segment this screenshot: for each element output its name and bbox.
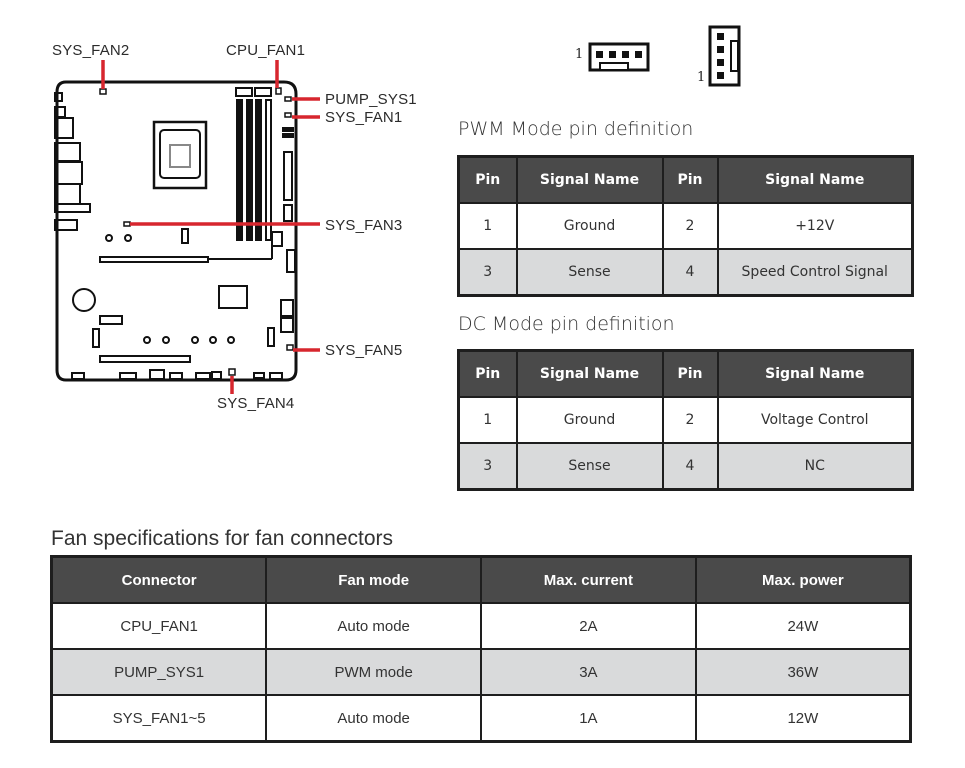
label-sys-fan5: SYS_FAN5 xyxy=(325,342,403,359)
fan-spec-table: Connector Fan mode Max. current Max. pow… xyxy=(50,555,912,743)
header-cell: Signal Name xyxy=(716,155,914,204)
motherboard-diagram: SYS_FAN2 CPU_FAN1 PUMP_SYS1 SYS_FAN1 SYS… xyxy=(0,0,440,420)
label-cpu-fan1: CPU_FAN1 xyxy=(226,42,306,59)
table-cell: 2A xyxy=(480,602,697,650)
table-cell: 12W xyxy=(694,694,912,743)
header-cell: Max. current xyxy=(480,555,697,604)
dc-pin-table: Pin Signal Name Pin Signal Name 1 Ground… xyxy=(457,349,914,491)
table-cell: Ground xyxy=(515,202,664,250)
header-cell: Max. power xyxy=(694,555,912,604)
motherboard-outline-icon xyxy=(54,60,320,394)
table-row: PUMP_SYS1 PWM mode 3A 36W xyxy=(50,648,912,696)
table-cell: +12V xyxy=(716,202,914,250)
header-cell: Fan mode xyxy=(265,555,482,604)
table-header-row: Connector Fan mode Max. current Max. pow… xyxy=(50,555,912,604)
table-cell: Sense xyxy=(515,248,664,297)
table-cell: Ground xyxy=(515,396,664,444)
table-cell: Sense xyxy=(515,442,664,491)
header-cell: Pin xyxy=(457,349,518,398)
label-sys-fan4: SYS_FAN4 xyxy=(217,395,295,412)
pwm-table-title: PWM Mode pin definition xyxy=(458,118,694,140)
fan-spec-table-title: Fan specifications for fan connectors xyxy=(51,527,394,550)
dc-table-title: DC Mode pin definition xyxy=(458,313,675,335)
table-row: SYS_FAN1~5 Auto mode 1A 12W xyxy=(50,694,912,743)
label-sys-fan2: SYS_FAN2 xyxy=(52,42,130,59)
4pin-horizontal-connector-icon xyxy=(588,42,650,72)
header-cell: Pin xyxy=(661,155,719,204)
table-cell: 1 xyxy=(457,202,518,250)
table-cell: 24W xyxy=(694,602,912,650)
horizontal-connector: 1 xyxy=(575,40,655,72)
table-row: 3 Sense 4 Speed Control Signal xyxy=(457,248,914,297)
table-row: CPU_FAN1 Auto mode 2A 24W xyxy=(50,602,912,650)
table-cell: Voltage Control xyxy=(716,396,914,444)
table-cell: Auto mode xyxy=(265,602,482,650)
table-cell: 2 xyxy=(661,202,719,250)
table-header-row: Pin Signal Name Pin Signal Name xyxy=(457,349,914,398)
header-cell: Signal Name xyxy=(515,155,664,204)
header-cell: Pin xyxy=(457,155,518,204)
4pin-vertical-connector-icon xyxy=(708,25,741,87)
table-cell: Speed Control Signal xyxy=(716,248,914,297)
table-cell: 3A xyxy=(480,648,697,696)
table-cell: 3 xyxy=(457,248,518,297)
header-cell: Signal Name xyxy=(515,349,664,398)
label-pump-sys1: PUMP_SYS1 xyxy=(325,91,417,108)
table-row: 1 Ground 2 +12V xyxy=(457,202,914,250)
table-cell: 2 xyxy=(661,396,719,444)
table-cell: 4 xyxy=(661,442,719,491)
label-sys-fan1: SYS_FAN1 xyxy=(325,109,403,126)
table-cell: NC xyxy=(716,442,914,491)
table-cell: 4 xyxy=(661,248,719,297)
table-cell: 36W xyxy=(694,648,912,696)
table-cell: PWM mode xyxy=(265,648,482,696)
table-cell: CPU_FAN1 xyxy=(50,602,268,650)
pin1-label: 1 xyxy=(575,47,584,62)
table-cell: 3 xyxy=(457,442,518,491)
table-header-row: Pin Signal Name Pin Signal Name xyxy=(457,155,914,204)
label-sys-fan3: SYS_FAN3 xyxy=(325,217,403,234)
vertical-connector: 1 xyxy=(697,24,747,90)
table-cell: PUMP_SYS1 xyxy=(50,648,268,696)
table-cell: Auto mode xyxy=(265,694,482,743)
table-cell: SYS_FAN1~5 xyxy=(50,694,268,743)
pin1-label: 1 xyxy=(697,70,706,85)
table-row: 1 Ground 2 Voltage Control xyxy=(457,396,914,444)
table-cell: 1A xyxy=(480,694,697,743)
header-cell: Pin xyxy=(661,349,719,398)
header-cell: Signal Name xyxy=(716,349,914,398)
pwm-pin-table: Pin Signal Name Pin Signal Name 1 Ground… xyxy=(457,155,914,297)
table-cell: 1 xyxy=(457,396,518,444)
header-cell: Connector xyxy=(50,555,268,604)
table-row: 3 Sense 4 NC xyxy=(457,442,914,491)
